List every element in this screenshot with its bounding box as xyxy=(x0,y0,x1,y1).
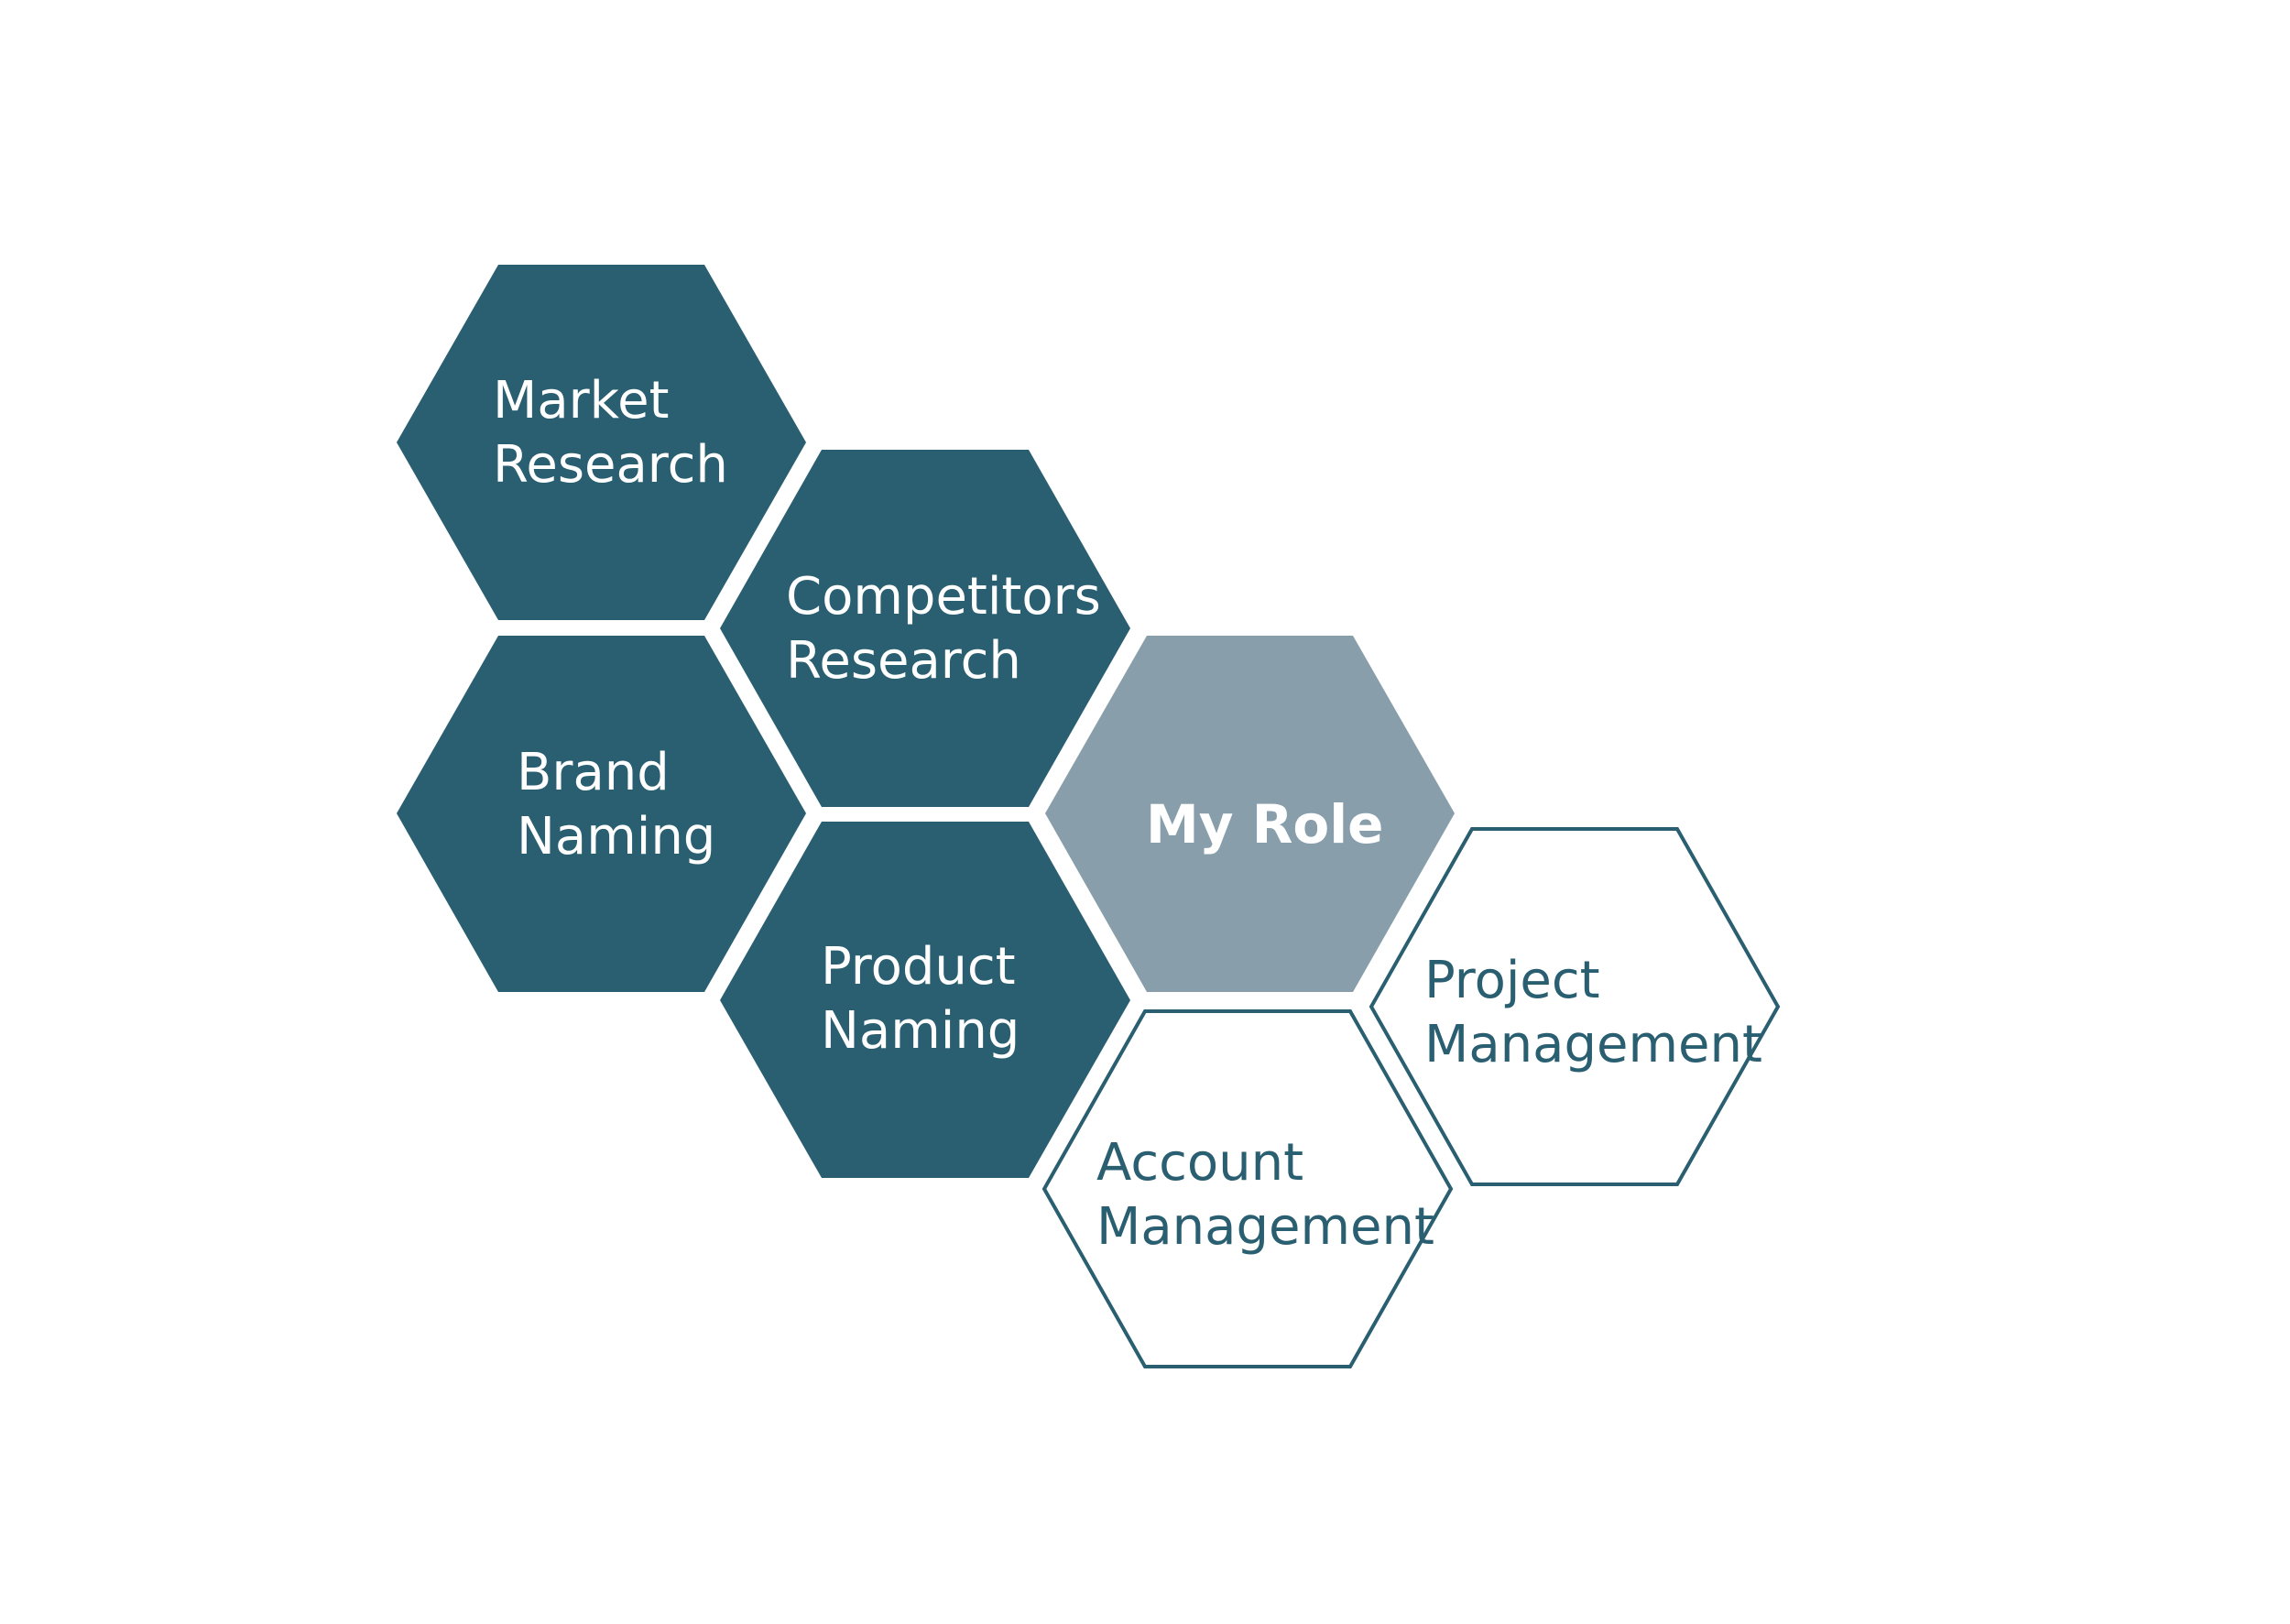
hex-competitors-research: Competitors Research xyxy=(720,450,1130,807)
hex-brand-naming-line-2: Naming xyxy=(517,807,715,866)
hex-project-management-label: Project Management xyxy=(1424,951,1762,1074)
hex-my-role-label: My Role xyxy=(1146,793,1383,856)
hex-product-naming-line-1: Product xyxy=(821,937,1016,997)
hex-account-management-label: Account Management xyxy=(1096,1133,1434,1257)
hex-market-research-line-2: Research xyxy=(493,435,728,495)
hex-competitors-research-line-1: Competitors xyxy=(786,567,1101,627)
hex-brand-naming-line-1: Brand xyxy=(517,743,670,802)
hex-brand-naming-label: Brand Naming xyxy=(517,743,715,866)
hex-product-naming-label: Product Naming xyxy=(821,937,1031,1061)
hex-product-naming-shape xyxy=(720,822,1130,1178)
hex-competitors-research-label: Competitors Research xyxy=(786,567,1118,691)
hex-market-research: Market Research xyxy=(397,265,806,620)
hex-account-management-line-1: Account xyxy=(1096,1133,1303,1193)
hex-product-naming-line-2: Naming xyxy=(821,1001,1020,1061)
hex-product-naming: Product Naming xyxy=(720,822,1130,1178)
hex-project-management-line-1: Project xyxy=(1424,951,1600,1010)
hex-account-management: Account Management xyxy=(1041,1009,1454,1368)
hex-account-management-line-2: Management xyxy=(1096,1197,1434,1257)
hex-market-research-shape xyxy=(397,265,806,620)
hex-my-role-shape xyxy=(1045,636,1455,992)
hex-account-management-shape xyxy=(1041,1009,1454,1368)
hex-market-research-label: Market Research xyxy=(493,371,728,495)
hex-project-management: Project Management xyxy=(1369,827,1781,1186)
hex-project-management-line-2: Management xyxy=(1424,1015,1762,1074)
hex-brand-naming-shape xyxy=(397,636,806,992)
hex-project-management-shape xyxy=(1369,827,1781,1186)
hex-my-role-line-1: My Role xyxy=(1146,793,1383,856)
hex-market-research-line-1: Market xyxy=(493,371,670,431)
hex-brand-naming: Brand Naming xyxy=(397,636,806,992)
hex-competitors-research-line-2: Research xyxy=(786,631,1021,691)
hex-my-role: My Role xyxy=(1045,636,1455,992)
hex-competitors-research-shape xyxy=(720,450,1130,807)
